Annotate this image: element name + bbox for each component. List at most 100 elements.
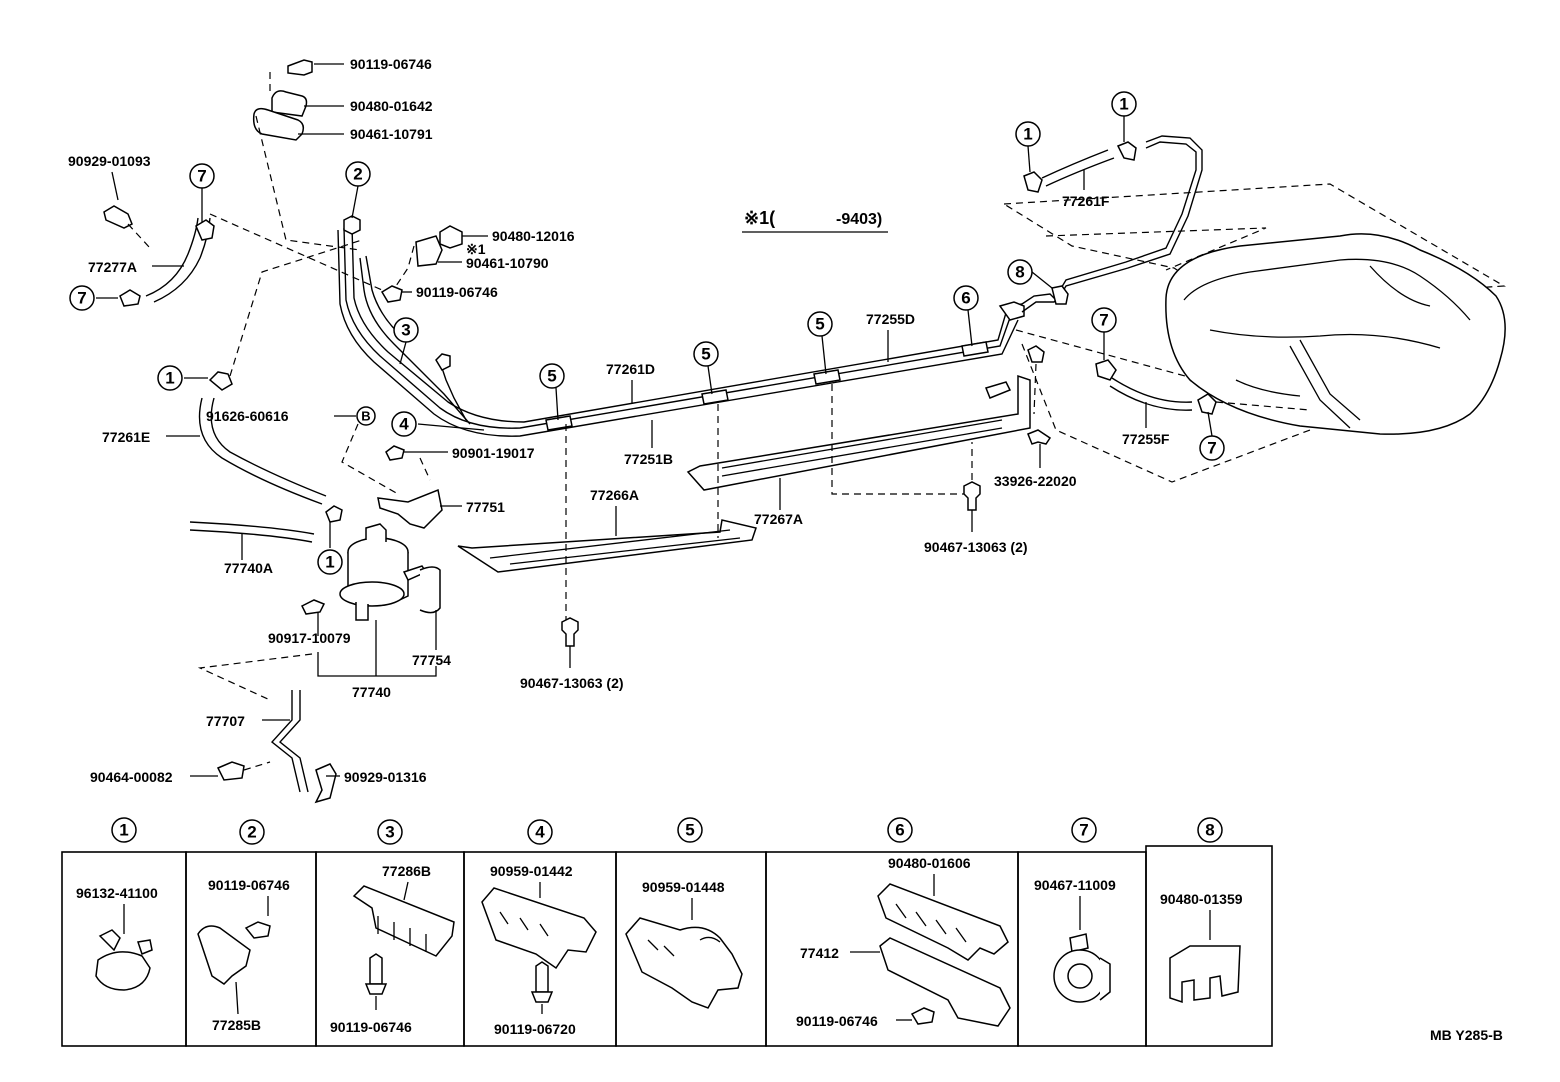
inset-headers: 1 2 3 4 5 6 7 8 xyxy=(111,817,1223,845)
star1-small: ※1 xyxy=(466,241,486,257)
hose-77261E xyxy=(198,397,327,505)
hose-77740A xyxy=(189,521,315,543)
callout-5: 5 xyxy=(815,315,824,334)
label-90464-00082: 90464-00082 xyxy=(90,769,173,785)
label-91626-60616: 91626-60616 xyxy=(206,408,289,424)
label-90929-01316: 90929-01316 xyxy=(344,769,427,785)
label-90917-10079: 90917-10079 xyxy=(268,630,351,646)
protector-77266A xyxy=(457,519,757,573)
callout-4: 4 xyxy=(399,415,409,434)
clamp-96132-41100 xyxy=(95,929,153,991)
label-90461-10791: 90461-10791 xyxy=(350,126,433,142)
box3-label-1: 90119-06746 xyxy=(330,1019,412,1035)
pipe-77707 xyxy=(270,690,309,793)
bracket-77412 xyxy=(879,937,1011,1027)
bracket-77751 xyxy=(377,488,443,529)
label-77261D: 77261D xyxy=(606,361,655,377)
clamp-77286B xyxy=(352,885,455,957)
label-90119-06746-mid: 90119-06746 xyxy=(416,284,498,300)
callout-5: 5 xyxy=(701,345,710,364)
callout-7: 7 xyxy=(77,289,86,308)
callout-6: 6 xyxy=(961,289,970,308)
box6-label-2: 90119-06746 xyxy=(796,1013,878,1029)
callout-3: 3 xyxy=(401,321,410,340)
note-range: -9403) xyxy=(836,211,882,228)
callout-7: 7 xyxy=(1207,439,1216,458)
canister-77740 xyxy=(339,523,441,621)
inset-header-1: 1 xyxy=(119,821,128,840)
clip-90480-01359 xyxy=(1169,945,1241,1004)
callout-5: 5 xyxy=(547,367,556,386)
box6-label-1: 77412 xyxy=(800,945,839,961)
label-77261F: 77261F xyxy=(1062,193,1110,209)
inset-header-2: 2 xyxy=(247,823,256,842)
bracket-77285B xyxy=(197,925,251,985)
note-star: ※1( xyxy=(744,208,775,228)
label-77740: 77740 xyxy=(352,684,391,700)
callout-7: 7 xyxy=(197,167,206,186)
label-90119-06746-top: 90119-06746 xyxy=(350,56,432,72)
box3-label-0: 77286B xyxy=(382,863,431,879)
fuel-tank xyxy=(1165,233,1506,435)
callout-B-text: B xyxy=(361,409,370,424)
label-77277A: 77277A xyxy=(88,259,137,275)
box1-label-0: 96132-41100 xyxy=(76,885,158,901)
label-90929-01093: 90929-01093 xyxy=(68,153,151,169)
label-77251B: 77251B xyxy=(624,451,673,467)
clamp-90480-01606 xyxy=(877,883,1009,961)
inset-header-6: 6 xyxy=(895,821,904,840)
hose-77255F xyxy=(1109,377,1193,411)
inset-header-3: 3 xyxy=(385,823,394,842)
protector-77267A xyxy=(686,374,1031,491)
label-77751: 77751 xyxy=(466,499,505,515)
callouts: 7 7 2 3 4 1 1 5 5 5 6 1 1 8 7 7 xyxy=(69,91,1225,575)
label-77255F: 77255F xyxy=(1122,431,1170,447)
label-77255D: 77255D xyxy=(866,311,915,327)
label-77261E: 77261E xyxy=(102,429,150,445)
label-33926-22020: 33926-22020 xyxy=(994,473,1077,489)
inset-header-4: 4 xyxy=(535,823,545,842)
label-77754: 77754 xyxy=(412,652,451,668)
hose-77261F xyxy=(1041,149,1115,187)
inset-parts-table xyxy=(61,845,1273,1047)
callout-1: 1 xyxy=(1023,125,1032,144)
clamp-90467-11009 xyxy=(1053,933,1111,1003)
label-90467-13063-right: 90467-13063 (2) xyxy=(924,539,1028,555)
box2-label-0: 90119-06746 xyxy=(208,877,290,893)
box4-label-0: 90959-01442 xyxy=(490,863,573,879)
label-90480-01642: 90480-01642 xyxy=(350,98,433,114)
label-77740A: 77740A xyxy=(224,560,273,576)
box5-label-0: 90959-01448 xyxy=(642,879,725,895)
callout-1: 1 xyxy=(325,553,334,572)
label-77266A: 77266A xyxy=(590,487,639,503)
inset-header-7: 7 xyxy=(1079,821,1088,840)
box2-label-1: 77285B xyxy=(212,1017,261,1033)
label-90467-13063-left: 90467-13063 (2) xyxy=(520,675,624,691)
clamp-90929-01316 xyxy=(314,763,337,804)
label-90480-12016: 90480-12016 xyxy=(492,228,575,244)
box4-label-1: 90119-06720 xyxy=(494,1021,576,1037)
callout-8: 8 xyxy=(1015,263,1024,282)
label-77707: 77707 xyxy=(206,713,245,729)
inset-header-5: 5 xyxy=(685,821,694,840)
valve-90917-10079 xyxy=(300,599,326,615)
clip-90464-00082 xyxy=(216,761,245,781)
callout-1: 1 xyxy=(1119,95,1128,114)
box8-label-0: 90480-01359 xyxy=(1160,891,1243,907)
callout-7: 7 xyxy=(1099,311,1108,330)
callout-2: 2 xyxy=(353,165,362,184)
hose-33926-22020 xyxy=(1027,429,1052,445)
callout-B xyxy=(356,406,376,426)
box6-label-0: 90480-01606 xyxy=(888,855,971,871)
callout-1: 1 xyxy=(165,369,174,388)
box7-label-0: 90467-11009 xyxy=(1034,877,1116,893)
reference-code: MB Y285-B xyxy=(1430,1027,1503,1043)
inset-header-8: 8 xyxy=(1205,821,1214,840)
label-90901-19017: 90901-19017 xyxy=(452,445,535,461)
label-90461-10790: 90461-10790 xyxy=(466,255,549,271)
clamp-90959-01448 xyxy=(625,917,743,1009)
clamp-90959-01442 xyxy=(481,887,597,970)
label-77267A: 77267A xyxy=(754,511,803,527)
clamp-90929-01093 xyxy=(103,205,133,229)
